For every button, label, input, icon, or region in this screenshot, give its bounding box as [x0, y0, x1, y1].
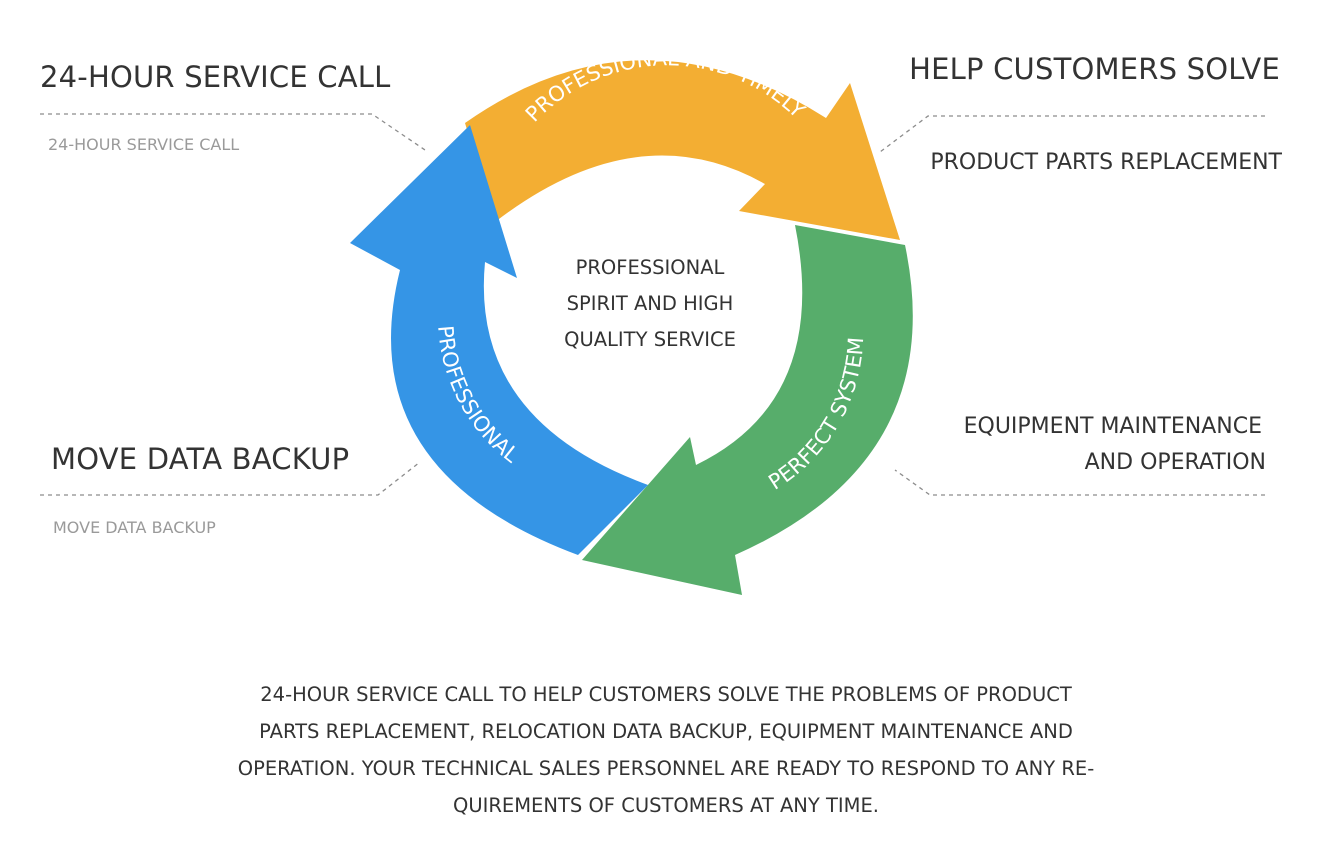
- left-bottom-heading: MOVE DATA BACKUP: [51, 442, 350, 476]
- center-line-1: PROFESSIONAL: [575, 256, 725, 279]
- right-top-heading: HELP CUSTOMERS SOLVE: [909, 52, 1280, 86]
- footer-line-3: OPERATION. YOUR TECHNICAL SALES PERSONNE…: [237, 757, 1095, 780]
- footer-paragraph: 24-HOUR SERVICE CALL TO HELP CUSTOMERS S…: [166, 676, 1166, 824]
- leader-line-top-right: [879, 115, 1265, 153]
- cycle-center-text: PROFESSIONAL SPIRIT AND HIGH QUALITY SER…: [530, 250, 770, 358]
- arrow-green: [582, 225, 913, 595]
- arrow-blue: [350, 125, 648, 555]
- right-top-subtext: PRODUCT PARTS REPLACEMENT: [930, 150, 1282, 175]
- center-line-2: SPIRIT AND HIGH: [566, 292, 734, 315]
- arrow-orange: [465, 60, 900, 241]
- leader-line-top-left: [40, 113, 426, 151]
- right-bottom-line1: EQUIPMENT MAINTENANCE: [963, 414, 1262, 439]
- right-bottom-line2: AND OPERATION: [1084, 450, 1266, 475]
- footer-line-2: PARTS REPLACEMENT, RELOCATION DATA BACKU…: [259, 720, 1073, 743]
- footer-line-1: 24-HOUR SERVICE CALL TO HELP CUSTOMERS S…: [260, 683, 1072, 706]
- center-line-3: QUALITY SERVICE: [564, 328, 736, 351]
- leader-line-bottom-right: [894, 469, 1265, 496]
- left-bottom-subtext: MOVE DATA BACKUP: [53, 518, 216, 537]
- left-top-heading: 24-HOUR SERVICE CALL: [40, 60, 391, 94]
- leader-line-bottom-left: [40, 461, 421, 496]
- left-top-subtext: 24-HOUR SERVICE CALL: [48, 135, 240, 154]
- footer-line-4: QUIREMENTS OF CUSTOMERS AT ANY TIME.: [452, 794, 879, 817]
